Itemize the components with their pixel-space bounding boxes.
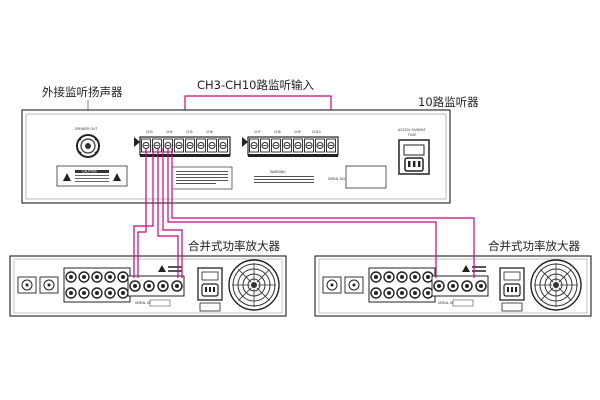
speaker-terminal[interactable] — [143, 280, 155, 292]
rca-jack[interactable] — [370, 287, 382, 299]
warning-triangle-icon — [462, 265, 470, 272]
amp-serial-label: SERIAL NO. — [135, 301, 153, 305]
terminal-screw[interactable] — [282, 138, 292, 153]
label-monitor-device: 10路监听器 — [418, 95, 479, 109]
amp-serial-label: SERIAL NO. — [438, 301, 456, 305]
amplifier-right: 合并式功率放大器 SERIAL NO. — [314, 239, 592, 317]
caution-box: CAUTION — [56, 165, 128, 187]
xlr-input-jack[interactable] — [17, 276, 37, 294]
speaker-terminal[interactable] — [129, 280, 141, 292]
rca-jack[interactable] — [383, 271, 395, 283]
terminal-screw[interactable] — [315, 138, 325, 153]
ac-power-label: AC220V 50/60HZ — [398, 128, 426, 132]
rca-jack[interactable] — [117, 271, 129, 283]
caution-text: CAUTION — [82, 169, 97, 173]
label-external-speaker: 外接监听扬声器 — [42, 85, 123, 99]
terminal-strip-ch7-ch10: CH7 CH8 CH9 CH10 — [242, 130, 339, 157]
warning-triangle-icon — [113, 173, 121, 181]
rca-jack[interactable] — [396, 287, 408, 299]
terminal-screws[interactable] — [249, 138, 336, 153]
wire-ch3-left-amp-1 — [137, 148, 147, 278]
channel-label: CH4 — [166, 130, 173, 134]
terminal-screw[interactable] — [293, 138, 303, 153]
speaker-terminal[interactable] — [447, 280, 459, 292]
amplifier-left: 合并式功率放大器 SERIAL NO. — [9, 239, 287, 317]
fan-icon — [228, 259, 280, 311]
channel-label: CH3 — [146, 130, 153, 134]
channel-label: CH7 — [254, 130, 261, 134]
channel-label: CH5 — [186, 130, 193, 134]
speaker-out-label: SPEAKER OUT — [75, 127, 97, 131]
xlr-input-jack[interactable] — [322, 276, 342, 294]
amp-speaker-terminals[interactable] — [127, 275, 185, 297]
wire-right-amp-1 — [167, 148, 437, 278]
serial-label: SERIAL NO. — [328, 177, 346, 181]
channel-label: CH9 — [294, 130, 301, 134]
ac-power-socket[interactable]: AC220V 50/60HZ FUSE — [398, 128, 430, 175]
xlr-input-jack[interactable] — [39, 276, 59, 294]
rca-jack[interactable] — [65, 271, 77, 283]
label-amp-right: 合并式功率放大器 — [488, 239, 580, 253]
monitor-unit: SPEAKER OUT CAUTION CH3 CH4 CH5 CH6 — [21, 109, 451, 204]
warning-text: WARNING — [270, 170, 286, 174]
rca-jack[interactable] — [117, 287, 129, 299]
terminal-screw[interactable] — [260, 138, 270, 153]
rca-jack[interactable] — [65, 287, 77, 299]
wiring — [133, 148, 475, 278]
terminal-screw[interactable] — [249, 138, 259, 153]
terminal-screw[interactable] — [326, 138, 336, 153]
speaker-terminal[interactable] — [157, 280, 169, 292]
rca-jack[interactable] — [91, 287, 103, 299]
warning-block: WARNING — [254, 170, 314, 183]
label-ch-input: CH3-CH10路监听输入 — [197, 78, 314, 92]
terminal-screws[interactable] — [141, 138, 228, 153]
channel-label: CH8 — [274, 130, 281, 134]
speaker-terminal[interactable] — [171, 280, 183, 292]
speaker-terminal[interactable] — [475, 280, 487, 292]
wire-right-amp-2 — [171, 148, 475, 278]
rca-jack[interactable] — [396, 271, 408, 283]
channel-label: CH10 — [312, 130, 321, 134]
speaker-terminal[interactable] — [433, 280, 445, 292]
fan-icon — [530, 259, 582, 311]
label-amp-left: 合并式功率放大器 — [188, 239, 280, 253]
serial-box: SERIAL NO. — [328, 165, 387, 189]
rca-jack[interactable] — [91, 271, 103, 283]
rca-jack[interactable] — [104, 287, 116, 299]
terminal-screw[interactable] — [185, 138, 195, 153]
rca-jack[interactable] — [409, 287, 421, 299]
terminal-screw[interactable] — [196, 138, 206, 153]
rca-jack[interactable] — [78, 287, 90, 299]
terminal-screw[interactable] — [271, 138, 281, 153]
wire-ch4-left-amp-2 — [162, 148, 183, 278]
terminal-screw[interactable] — [174, 138, 184, 153]
terminal-strip-ch3-ch6: CH3 CH4 CH5 CH6 — [134, 130, 231, 157]
rca-jack[interactable] — [370, 271, 382, 283]
notice-box — [171, 166, 233, 190]
terminal-screw[interactable] — [152, 138, 162, 153]
rca-jack[interactable] — [409, 271, 421, 283]
rca-jack[interactable] — [104, 271, 116, 283]
wire-ch3-left-amp-2 — [133, 148, 154, 278]
warning-triangle-icon — [158, 265, 166, 272]
terminal-screw[interactable] — [207, 138, 217, 153]
speaker-out-jack[interactable] — [76, 134, 100, 158]
rca-jack[interactable] — [383, 287, 395, 299]
speaker-terminal[interactable] — [461, 280, 473, 292]
amp-power-socket[interactable] — [499, 267, 525, 312]
fuse-label: FUSE — [408, 133, 416, 137]
warning-triangle-icon — [63, 173, 71, 181]
xlr-input-jack[interactable] — [344, 276, 364, 294]
rca-jack[interactable] — [78, 271, 90, 283]
amp-speaker-terminals[interactable] — [431, 275, 489, 297]
terminal-screw[interactable] — [304, 138, 314, 153]
channel-label: CH6 — [206, 130, 213, 134]
terminal-screw[interactable] — [218, 138, 228, 153]
wire-ch4-left-amp-1 — [157, 148, 179, 278]
rca-inputs[interactable] — [322, 267, 436, 303]
rca-inputs[interactable] — [17, 267, 131, 303]
amp-power-socket[interactable] — [197, 267, 223, 312]
